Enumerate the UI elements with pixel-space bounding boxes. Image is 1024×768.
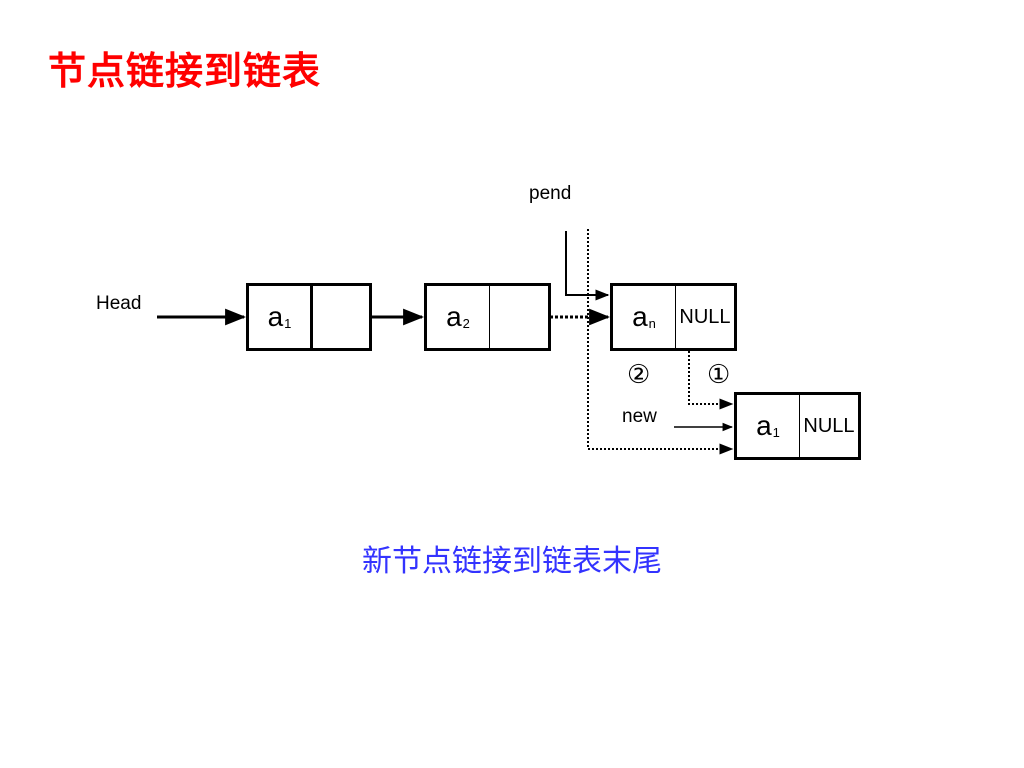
node-next-cell [313, 286, 369, 348]
list-node-an: an NULL [610, 283, 737, 351]
node-data-cell: a2 [427, 286, 490, 348]
new-label: new [622, 406, 657, 427]
node-value: a1 [756, 410, 780, 441]
node-data-cell: a1 [249, 286, 313, 348]
step-1-marker: ① [707, 360, 731, 390]
node-next-cell [490, 286, 548, 348]
pend-move-dotted-arrow [587, 229, 734, 455]
node-value: an [632, 301, 656, 332]
step-2-marker: ② [627, 360, 651, 390]
node-data-cell: a1 [737, 395, 800, 457]
node-value: a1 [267, 301, 292, 332]
pend-label: pend [529, 183, 572, 204]
node-next-cell: NULL [803, 414, 855, 437]
node-next-cell: NULL [679, 305, 731, 328]
caption-text: 新节点链接到链表末尾 [362, 544, 662, 579]
list-node-a1: a1 [246, 283, 372, 351]
pend-arrow [565, 231, 610, 301]
an-next-dotted-arrow [688, 339, 734, 410]
head-label: Head [96, 293, 142, 314]
list-node-new: a1 NULL [734, 392, 861, 460]
list-node-a2: a2 [424, 283, 551, 351]
node-data-cell: an [613, 286, 676, 348]
page-title: 节点链接到链表 [48, 49, 322, 93]
node-value: a2 [446, 301, 470, 332]
